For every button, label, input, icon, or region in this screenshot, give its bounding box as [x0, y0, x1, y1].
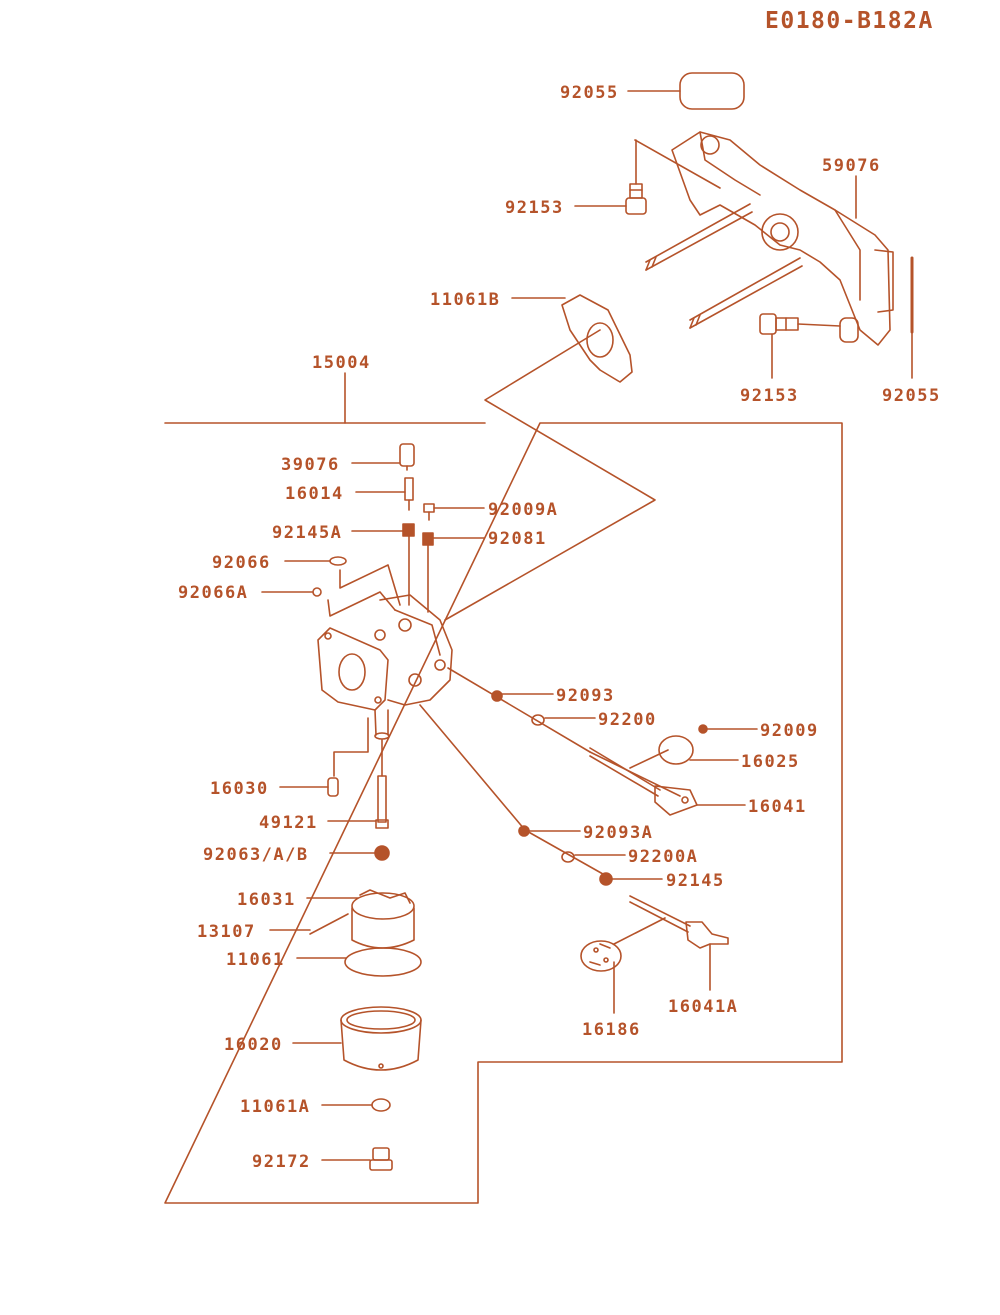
choke-shaft-line-2: [524, 829, 611, 879]
pivot-16186: [613, 917, 666, 945]
label-92145: 92145: [666, 871, 725, 891]
label-11061A: 11061A: [240, 1097, 310, 1117]
seal-92093A: [518, 825, 530, 837]
throttle-shaft-line: [447, 667, 681, 797]
bolt-92153-bottom: [759, 313, 841, 379]
label-92153-top: 92153: [505, 198, 564, 218]
label-92063AB: 92063/A/B: [203, 845, 309, 865]
label-92153-bottom: 92153: [740, 386, 799, 406]
label-16020: 16020: [224, 1035, 283, 1055]
label-92172: 92172: [252, 1152, 311, 1172]
float-16031: [351, 889, 415, 949]
label-92066A: 92066A: [178, 583, 248, 603]
screw-92009: [698, 724, 708, 734]
label-92200A: 92200A: [628, 847, 698, 867]
label-16186: 16186: [582, 1020, 641, 1040]
spring-92081: [422, 532, 434, 546]
carburetor-body: [317, 594, 453, 740]
label-13107: 13107: [197, 922, 256, 942]
choke-plate-16186: [580, 940, 622, 972]
float-bowl-16020: [340, 1006, 422, 1071]
float-pin-16030: [327, 777, 339, 797]
pivot-16025: [629, 749, 669, 769]
washer-11061A: [371, 1098, 391, 1112]
choke-shaft-line: [419, 704, 526, 831]
pin-13107: [309, 913, 349, 935]
assembly-zigzag-leader: [444, 329, 656, 621]
label-16041A: 16041A: [668, 997, 738, 1017]
washer-92200A: [561, 851, 575, 863]
label-11061B: 11061B: [430, 290, 500, 310]
label-16014: 16014: [285, 484, 344, 504]
spring-92145A: [402, 523, 415, 537]
manifold-centerline: [634, 139, 721, 189]
plug-92066A: [312, 587, 322, 597]
label-92081: 92081: [488, 529, 547, 549]
label-92145A: 92145A: [272, 523, 342, 543]
label-16031: 16031: [237, 890, 296, 910]
manifold-studs: [645, 203, 803, 329]
label-92093: 92093: [556, 686, 615, 706]
bolt-92172: [369, 1147, 393, 1171]
spring-92145: [599, 872, 613, 886]
bolt-92153-top: [625, 139, 647, 215]
label-92066: 92066: [212, 553, 271, 573]
carb-assembly-leaders: [327, 535, 429, 617]
washer-92200: [531, 714, 545, 726]
plug-92066: [329, 556, 347, 566]
label-11061: 11061: [226, 950, 285, 970]
label-15004: 15004: [312, 353, 371, 373]
seal-92093: [491, 690, 503, 702]
label-39076: 39076: [281, 455, 340, 475]
label-92055-bottom: 92055: [882, 386, 941, 406]
label-49121: 49121: [259, 813, 318, 833]
label-59076: 59076: [822, 156, 881, 176]
o-ring-92055-top: [679, 72, 745, 110]
choke-shaft-16041A: [629, 895, 729, 949]
label-16025: 16025: [741, 752, 800, 772]
label-92009A: 92009A: [488, 500, 558, 520]
label-92200: 92200: [598, 710, 657, 730]
label-16041: 16041: [748, 797, 807, 817]
intake-manifold-59076: [671, 131, 894, 346]
gasket-11061B: [561, 294, 633, 383]
assembly-boundary: [164, 422, 843, 1204]
label-92055-top: 92055: [560, 83, 619, 103]
drawing-code: E0180-B182A: [765, 8, 934, 34]
plate-16025: [658, 735, 694, 765]
needle-16014: [404, 477, 414, 511]
nut-92063: [374, 845, 390, 861]
float-needle-pin-39076: [399, 443, 415, 471]
label-16030: 16030: [210, 779, 269, 799]
gasket-11061: [344, 947, 422, 977]
float-leader: [333, 717, 369, 777]
jet-49121: [375, 739, 389, 829]
screw-92009A: [423, 503, 435, 521]
shaft-16041: [589, 747, 698, 816]
label-92093A: 92093A: [583, 823, 653, 843]
label-92009: 92009: [760, 721, 819, 741]
